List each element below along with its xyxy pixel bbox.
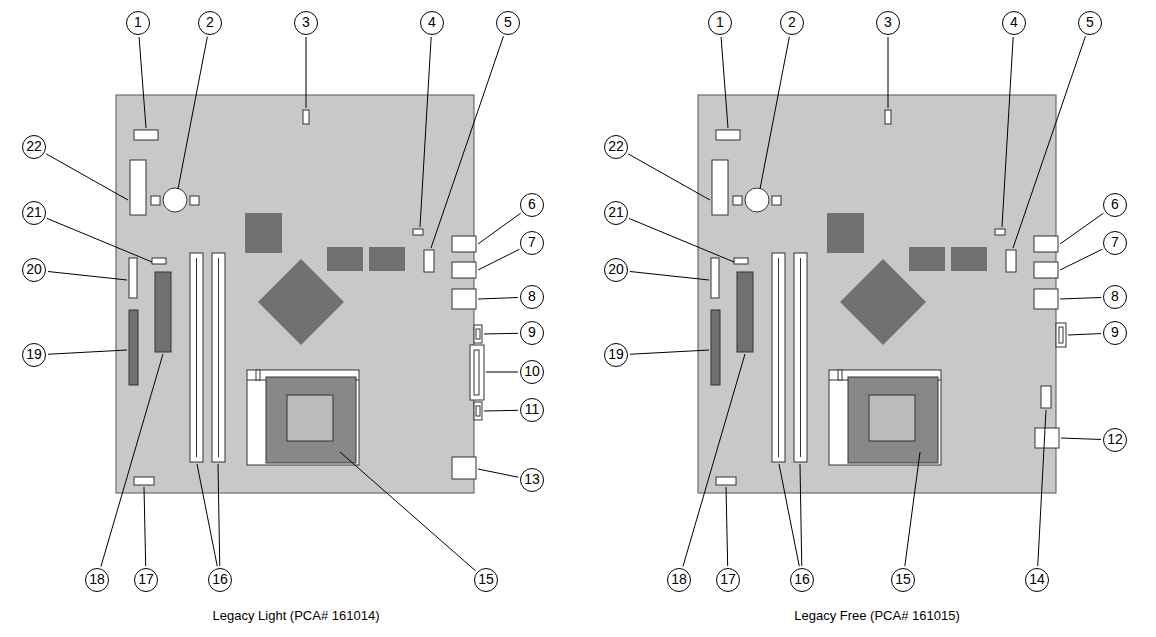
callout-number: 6 (1103, 193, 1127, 217)
callout-number: 19 (22, 343, 46, 367)
callout-number: 2 (198, 11, 222, 35)
callout-number: 6 (520, 193, 544, 217)
leader-line (478, 298, 518, 299)
leader-line (431, 36, 503, 248)
leader-line (139, 37, 146, 128)
leader-line (47, 218, 152, 262)
callout-number: 22 (22, 135, 46, 159)
leader-line (478, 249, 519, 270)
leader-line (1068, 334, 1101, 335)
leader-line (1060, 298, 1101, 299)
callout-number: 1 (126, 11, 150, 35)
callout-number: 8 (520, 285, 544, 309)
callout-number: 7 (1103, 231, 1127, 255)
callout-number: 2 (780, 11, 804, 35)
callout-number: 18 (667, 568, 691, 592)
callout-number: 22 (604, 135, 628, 159)
callout-number: 19 (604, 343, 628, 367)
leader-line (484, 410, 518, 412)
leader-line (683, 354, 745, 567)
leader-line (46, 154, 128, 200)
callout-number: 9 (1103, 321, 1127, 345)
leader-line (478, 213, 521, 244)
leader-line (48, 350, 127, 354)
board-caption: Legacy Light (PCA# 161014) (213, 608, 380, 623)
callout-number: 13 (520, 468, 544, 492)
callout-number: 3 (876, 11, 900, 35)
callout-number: 5 (496, 11, 520, 35)
callout-number: 1 (708, 11, 732, 35)
leader-line (1060, 249, 1102, 270)
leader-line (721, 37, 728, 128)
leader-line (340, 452, 475, 571)
leader-line (1061, 438, 1101, 439)
board-caption: Legacy Free (PCA# 161015) (794, 608, 959, 623)
callout-number: 5 (1078, 11, 1102, 35)
callout-number: 20 (22, 258, 46, 282)
callout-number: 3 (294, 11, 318, 35)
callout-number: 16 (208, 568, 232, 592)
callout-number: 14 (1025, 568, 1049, 592)
callout-number: 7 (520, 231, 544, 255)
leader-line (1060, 213, 1104, 244)
leader-line (1002, 37, 1013, 227)
leader-line (630, 271, 709, 280)
callout-number: 12 (1103, 428, 1127, 452)
leader-line (760, 37, 789, 189)
leader-line (630, 350, 709, 354)
leader-line (484, 333, 518, 335)
callout-number: 21 (22, 201, 46, 225)
callout-number: 21 (604, 201, 628, 225)
leader-line (800, 464, 802, 566)
callout-number: 4 (420, 11, 444, 35)
callout-number: 4 (1002, 11, 1026, 35)
leader-line (218, 464, 220, 566)
leader-line (888, 37, 889, 108)
leader-line (306, 37, 307, 108)
callout-number: 17 (716, 568, 740, 592)
leader-line (905, 452, 920, 566)
leader-line (779, 464, 799, 566)
leader-line (197, 464, 217, 566)
leader-line (178, 37, 207, 189)
callout-number: 17 (134, 568, 158, 592)
leader-line (628, 154, 710, 200)
callout-number: 15 (474, 568, 498, 592)
leader-line (101, 354, 163, 567)
leader-line (144, 487, 146, 566)
leader-line (629, 218, 734, 262)
leader-line (1013, 36, 1085, 248)
leader-line (48, 271, 127, 280)
leader-line (478, 469, 518, 477)
callout-number: 8 (1103, 285, 1127, 309)
callout-number: 10 (520, 360, 544, 384)
callout-number: 11 (520, 398, 544, 422)
callout-number: 20 (604, 258, 628, 282)
leader-line (726, 487, 728, 566)
leader-line (420, 37, 431, 227)
callout-number: 18 (85, 568, 109, 592)
callout-number: 15 (891, 568, 915, 592)
callout-number: 16 (790, 568, 814, 592)
callout-number: 9 (520, 321, 544, 345)
leader-line (1038, 410, 1046, 566)
leader-line (486, 372, 518, 373)
